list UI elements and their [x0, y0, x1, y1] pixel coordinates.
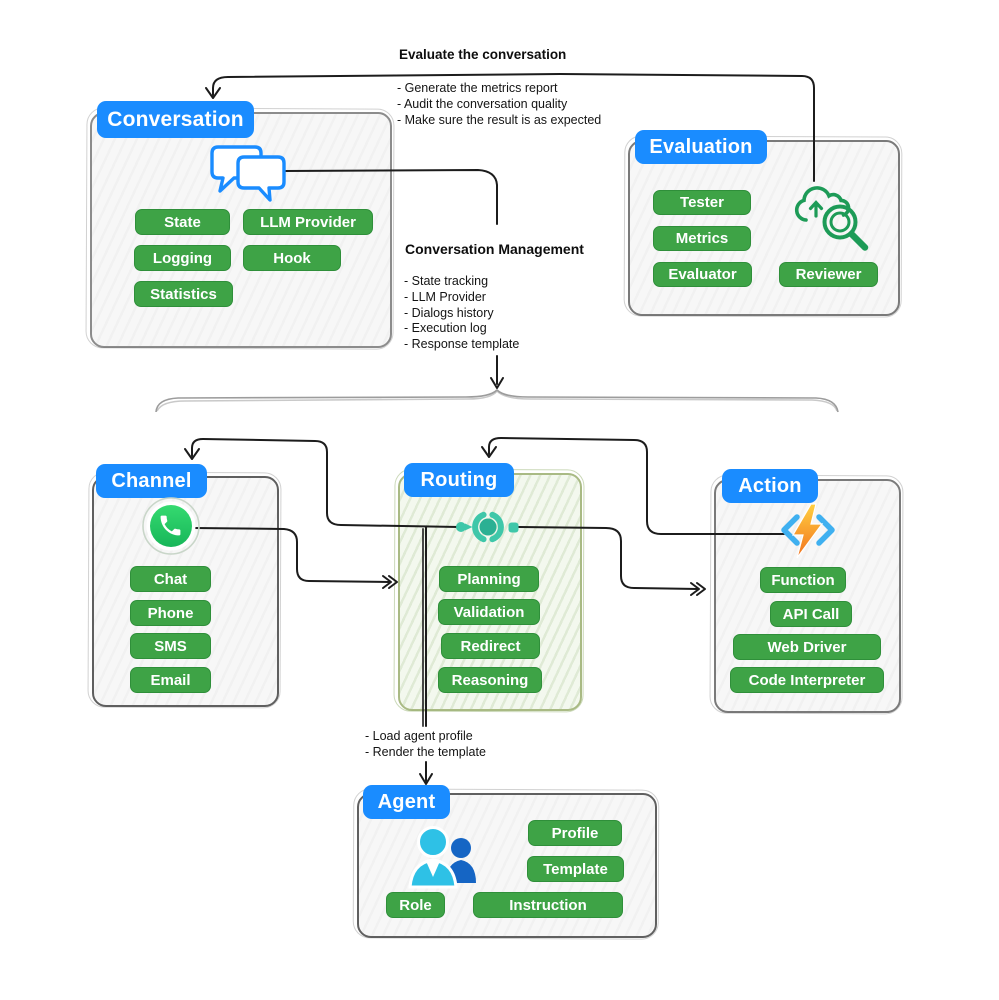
arrowhead-into-brace — [490, 377, 504, 389]
badge-state: State — [135, 209, 230, 235]
arrowhead-into-action-edge — [690, 582, 706, 596]
agent-load-note-list: - Load agent profile - Render the templa… — [365, 729, 486, 761]
badge-redirect: Redirect — [441, 633, 540, 659]
agent-label: Agent — [363, 785, 450, 819]
hub-icon — [456, 511, 519, 543]
conversation-label: Conversation — [97, 101, 254, 138]
management-note-title: Conversation Management — [405, 241, 584, 257]
evaluate-note-title: Evaluate the conversation — [399, 47, 567, 62]
badge-email: Email — [130, 667, 211, 693]
badge-reviewer: Reviewer — [779, 262, 878, 287]
whatsapp-icon — [142, 497, 200, 555]
arrowhead-into-routing-label — [481, 446, 497, 458]
channel-label: Channel — [96, 464, 207, 498]
badge-instruction: Instruction — [473, 892, 623, 918]
chat-bubbles-icon — [210, 145, 286, 202]
note-line: - Execution log — [404, 321, 487, 336]
badge-llm-provider: LLM Provider — [243, 209, 373, 235]
badge-validation: Validation — [438, 599, 540, 625]
cloud-search-icon — [794, 186, 869, 251]
people-icon — [408, 826, 476, 889]
note-line: - State tracking — [404, 274, 489, 288]
badge-phone: Phone — [130, 600, 211, 626]
badge-reasoning: Reasoning — [438, 667, 542, 693]
badge-chat: Chat — [130, 566, 211, 592]
arrowhead-into-conversation — [205, 87, 221, 99]
note-line: - Audit the conversation quality — [397, 96, 568, 111]
note-line: - LLM Provider — [404, 289, 486, 304]
note-line: - Load agent profile — [365, 729, 473, 743]
badge-evaluator: Evaluator — [653, 262, 752, 287]
note-line: - Generate the metrics report — [397, 81, 558, 95]
badge-profile: Profile — [528, 820, 622, 846]
arrowhead-into-agent — [419, 773, 433, 785]
badge-code-interpreter: Code Interpreter — [730, 667, 884, 693]
badge-web-driver: Web Driver — [733, 634, 881, 660]
note-line: - Make sure the result is as expected — [397, 112, 602, 127]
action-label: Action — [722, 469, 818, 503]
lightning-code-icon — [781, 503, 835, 559]
badge-api-call: API Call — [770, 601, 852, 627]
badge-role: Role — [386, 892, 445, 918]
evaluate-note-list: - Generate the metrics report - Audit th… — [397, 81, 601, 128]
badge-logging: Logging — [134, 245, 231, 271]
brace — [155, 388, 839, 413]
note-line: - Render the template — [365, 744, 486, 759]
badge-hook: Hook — [243, 245, 341, 271]
badge-planning: Planning — [439, 566, 539, 592]
brace-sketch-overlay — [156, 389, 838, 412]
arrowhead-into-routing-edge — [382, 575, 398, 589]
evaluation-label: Evaluation — [635, 130, 767, 164]
badge-statistics: Statistics — [134, 281, 233, 307]
badge-tester: Tester — [653, 190, 751, 215]
arrowhead-into-channel — [184, 448, 200, 460]
note-line: - Dialogs history — [404, 305, 494, 320]
badge-template: Template — [527, 856, 624, 882]
badge-metrics: Metrics — [653, 226, 751, 251]
note-line: - Response template — [404, 337, 520, 352]
management-note-list: - State tracking - LLM Provider - Dialog… — [404, 274, 519, 353]
badge-sms: SMS — [130, 633, 211, 659]
routing-label: Routing — [404, 463, 514, 497]
badge-function: Function — [760, 567, 846, 593]
